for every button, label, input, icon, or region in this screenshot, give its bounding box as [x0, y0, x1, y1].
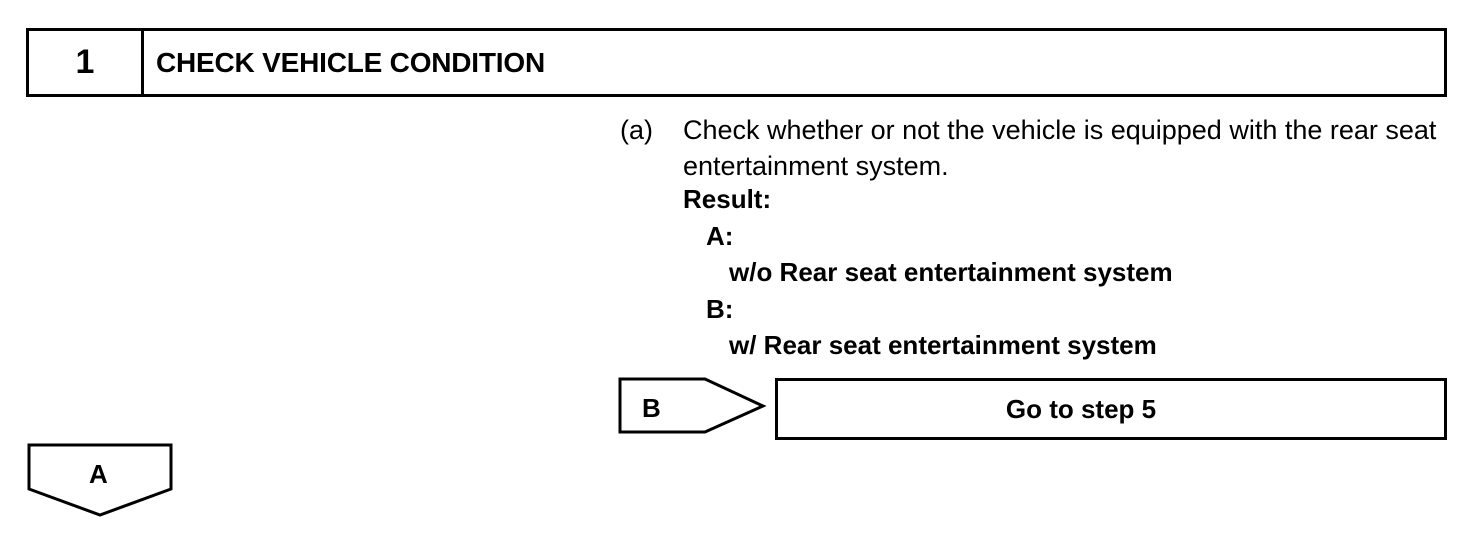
result-option-b-description: w/ Rear seat entertainment system [729, 330, 1157, 360]
result-option-a-description: w/o Rear seat entertainment system [729, 257, 1173, 287]
result-option-b-letter: B: [706, 294, 734, 324]
step-header: 1 CHECK VEHICLE CONDITION [26, 28, 1447, 97]
branch-a-arrow-shape [27, 443, 173, 517]
result-label: Result: [683, 184, 772, 214]
instruction-text: Check whether or not the vehicle is equi… [683, 115, 1437, 181]
branch-b-tag: B [642, 393, 661, 423]
instruction-marker: (a) [620, 115, 653, 145]
branch-a-tag: A [89, 459, 108, 489]
go-to-step-button[interactable]: Go to step 5 [775, 378, 1447, 440]
branch-b-arrow-shape [618, 377, 767, 434]
step-title: CHECK VEHICLE CONDITION [156, 46, 545, 78]
step-number: 1 [29, 31, 144, 94]
result-option-a-letter: A: [706, 221, 734, 251]
